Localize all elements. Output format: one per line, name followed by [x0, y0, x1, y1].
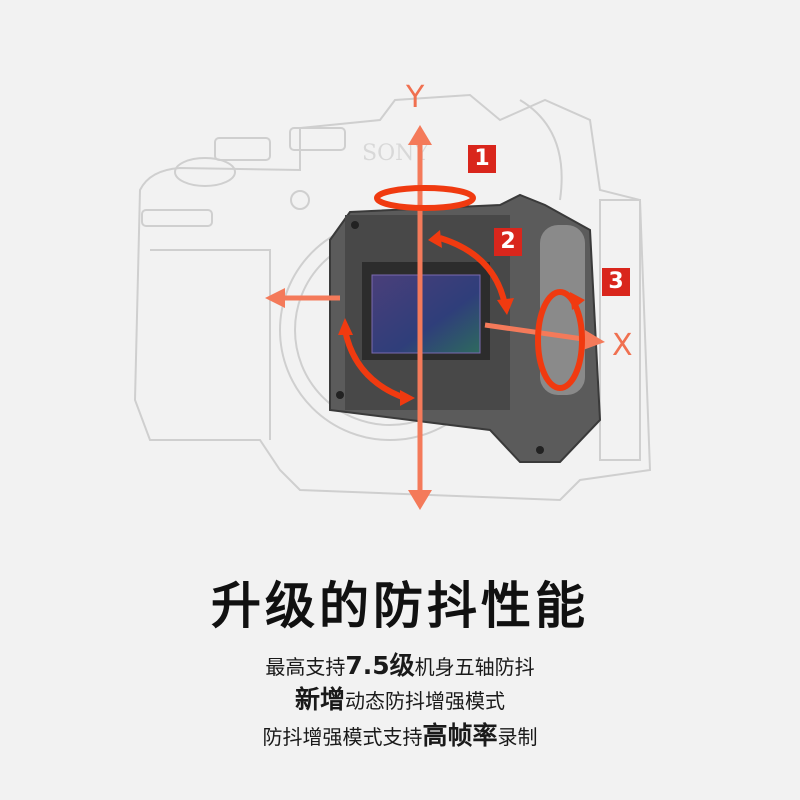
badge-3: 3 — [602, 268, 630, 296]
camera-outline-drawing: SONY — [133, 93, 652, 510]
feature-text: 动态防抖增强模式 — [345, 689, 505, 713]
feature-text: 机身五轴防抖 — [414, 655, 535, 679]
feature-line-1: 最高支持7.5级机身五轴防抖 — [0, 646, 800, 682]
feature-highlight: 新增 — [294, 685, 345, 714]
x-axis-label: X — [612, 328, 633, 363]
feature-text: 防抖增强模式支持 — [262, 725, 423, 749]
feature-text: 录制 — [497, 725, 538, 749]
feature-highlight: 高帧率 — [422, 721, 498, 750]
feature-text: 最高支持 — [265, 655, 346, 679]
badge-2: 2 — [494, 228, 522, 256]
camera-stabilization-illustration: SONY — [133, 80, 652, 510]
y-axis-label: Y — [406, 80, 425, 115]
page-title: 升级的防抖性能 — [211, 577, 589, 635]
feature-highlight: 7.5级 — [345, 651, 415, 680]
feature-line-2: 新增动态防抖增强模式 — [0, 680, 800, 716]
feature-line-3: 防抖增强模式支持高帧率录制 — [0, 716, 800, 752]
badge-1: 1 — [468, 145, 496, 173]
